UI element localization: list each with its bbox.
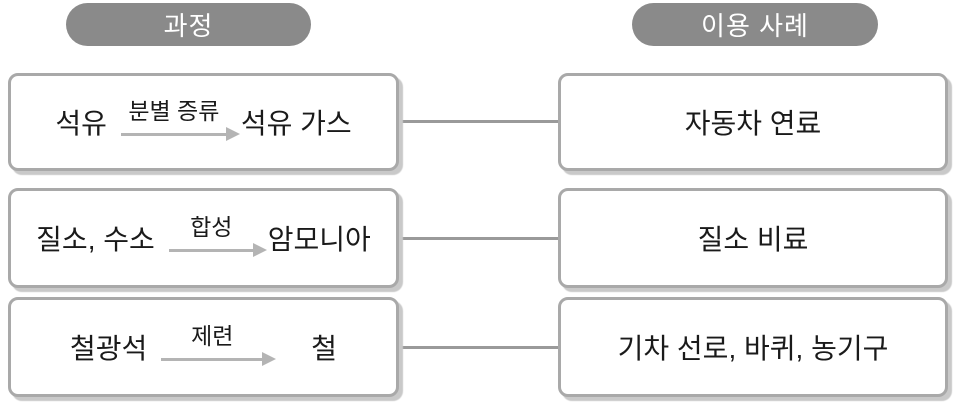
connector-line-row2 bbox=[399, 237, 558, 240]
process-column-header: 과정 bbox=[66, 3, 311, 46]
right-arrow-icon bbox=[120, 127, 240, 141]
reactant-label: 질소, 수소 bbox=[36, 224, 155, 255]
product-label: 철 bbox=[311, 333, 338, 364]
use-case-box-ammonia: 질소 비료 bbox=[558, 188, 948, 288]
right-arrow-icon bbox=[161, 352, 277, 366]
process-arrow-group: 합성 bbox=[168, 208, 267, 257]
connector-line-row1 bbox=[399, 120, 558, 123]
process-arrow-group: 제련 bbox=[161, 317, 277, 366]
use-case-label: 자동차 연료 bbox=[684, 108, 822, 139]
reactant-label: 석유 bbox=[55, 108, 107, 139]
process-arrow-label: 합성 bbox=[190, 214, 233, 240]
use-case-label: 기차 선로, 바퀴, 농기구 bbox=[617, 333, 889, 364]
product-label: 석유 가스 bbox=[240, 108, 352, 139]
process-arrow-label: 제련 bbox=[191, 323, 234, 349]
process-arrow-label: 분별 증류 bbox=[128, 98, 220, 124]
reactant-label: 철광석 bbox=[69, 333, 148, 364]
process-box-petroleum: 석유 분별 증류 석유 가스 bbox=[8, 73, 399, 171]
process-arrow-group: 분별 증류 bbox=[120, 92, 240, 141]
product-label: 암모니아 bbox=[267, 224, 371, 255]
right-arrow-icon bbox=[168, 243, 267, 257]
process-box-iron: 철광석 제련 철 bbox=[8, 297, 399, 397]
connector-line-row3 bbox=[399, 346, 558, 349]
use-case-label: 질소 비료 bbox=[697, 224, 809, 255]
process-box-ammonia: 질소, 수소 합성 암모니아 bbox=[8, 188, 399, 288]
use-case-column-header: 이용 사례 bbox=[632, 3, 878, 46]
use-case-box-petroleum: 자동차 연료 bbox=[558, 73, 948, 171]
use-case-box-iron: 기차 선로, 바퀴, 농기구 bbox=[558, 297, 948, 397]
